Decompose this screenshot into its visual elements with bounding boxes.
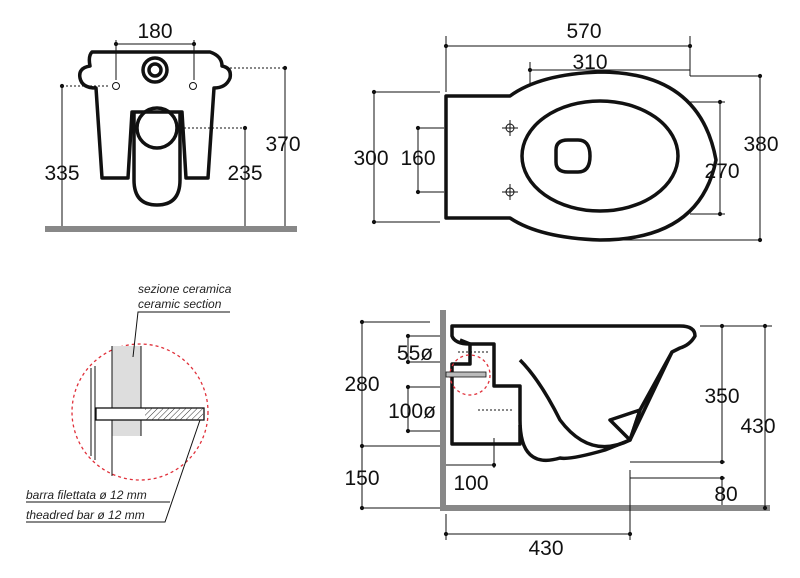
dim-280: 280	[344, 373, 379, 396]
dim-350: 350	[704, 385, 739, 408]
dim-430-length: 430	[528, 537, 563, 560]
bar-label-en: theadred bar ø 12 mm	[26, 508, 145, 522]
ceramic-section	[112, 346, 141, 436]
outlet-circle	[135, 106, 179, 150]
bolt-hole-right	[189, 82, 197, 90]
front-view: 180 370 335 235	[44, 20, 301, 232]
bar-label-it: barra filettata ø 12 mm	[26, 488, 147, 502]
wall-line	[440, 310, 446, 510]
side-bowl	[518, 351, 674, 449]
side-view: 280 55ø 100ø 150 100 350 430 80 430	[344, 310, 776, 560]
floor-line	[45, 226, 297, 232]
dim-335: 335	[44, 162, 79, 185]
inlet-circle	[141, 56, 169, 84]
plan-view: 570 310 300 160 270 380	[353, 20, 779, 243]
dim-430-height: 430	[740, 415, 775, 438]
dim-570: 570	[566, 20, 601, 43]
fixing-detail: sezione ceramica ceramic section barra f…	[26, 282, 232, 523]
side-inner	[450, 338, 522, 446]
dim-235: 235	[227, 162, 262, 185]
section-label-en: ceramic section	[138, 297, 222, 311]
dim-370: 370	[265, 133, 300, 156]
bar-thread	[145, 408, 203, 420]
plan-outline	[444, 70, 718, 242]
front-pedestal	[132, 112, 182, 207]
dim-80: 80	[714, 483, 737, 506]
side-threaded-bar	[445, 371, 487, 378]
front-bowl-outline	[77, 50, 233, 180]
dim-55-dia: 55ø	[397, 342, 433, 365]
dim-100: 100	[453, 472, 488, 495]
dim-180: 180	[137, 20, 172, 43]
inlet-inner	[147, 62, 163, 78]
side-outline	[450, 324, 697, 463]
side-floor-line	[440, 505, 770, 511]
plan-bolt-holes	[502, 120, 518, 200]
bolt-hole-left	[112, 82, 120, 90]
side-rim	[608, 408, 642, 442]
dim-310: 310	[572, 51, 607, 74]
dim-160: 160	[400, 147, 435, 170]
dim-150: 150	[344, 467, 379, 490]
dim-380: 380	[743, 133, 778, 156]
plan-bowl	[520, 99, 680, 213]
detail-circle	[71, 343, 209, 481]
section-label-it: sezione ceramica	[138, 282, 232, 296]
dim-270: 270	[704, 160, 739, 183]
dim-300: 300	[353, 147, 388, 170]
plan-drain	[554, 138, 592, 174]
dim-100-dia: 100ø	[388, 400, 436, 423]
